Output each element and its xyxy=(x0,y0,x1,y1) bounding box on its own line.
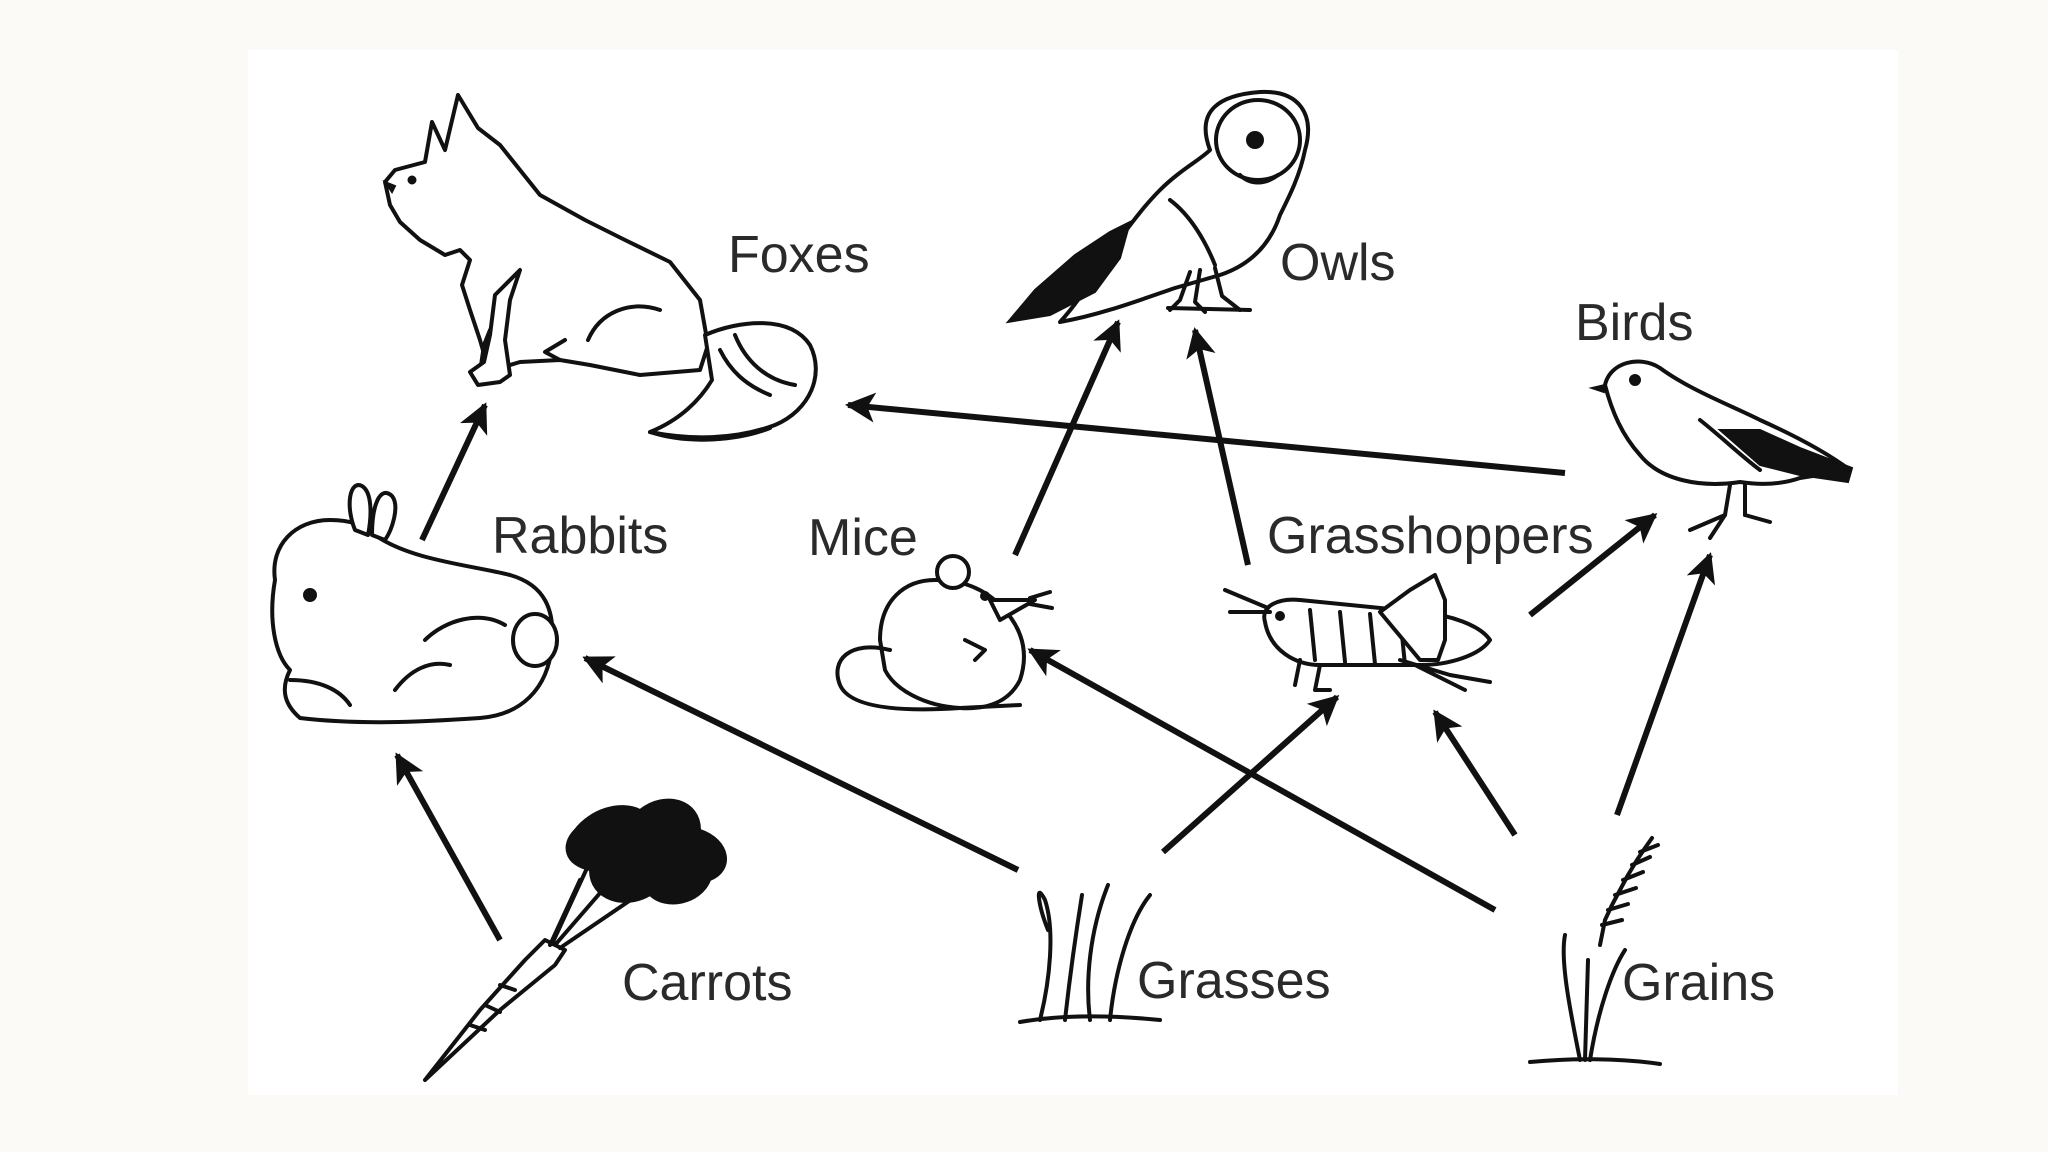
labels: Foxes Owls Birds Rabbits Mice Grasshoppe… xyxy=(492,226,1775,1012)
arrow-rabbits-to-foxes xyxy=(419,402,488,542)
label-foxes: Foxes xyxy=(728,226,870,284)
rabbit-illustration xyxy=(270,483,559,725)
label-grasshoppers: Grasshoppers xyxy=(1267,507,1594,565)
label-grasses: Grasses xyxy=(1137,952,1331,1010)
carrot-illustration xyxy=(423,798,727,1082)
grasshopper-illustration xyxy=(1223,573,1492,692)
mouse-illustration xyxy=(835,554,1054,712)
arrow-grasses-to-rabbits xyxy=(582,655,1020,873)
arrow-carrots-to-rabbits xyxy=(394,752,503,942)
arrow-birds-to-foxes xyxy=(845,392,1566,476)
arrow-grasshoppers-to-owls xyxy=(1186,327,1251,566)
grasses-illustration xyxy=(1018,883,1162,1024)
label-mice: Mice xyxy=(808,509,918,567)
label-carrots: Carrots xyxy=(622,954,792,1012)
bird-illustration xyxy=(1588,359,1854,540)
label-rabbits: Rabbits xyxy=(492,507,668,565)
grains-illustration xyxy=(1528,836,1662,1066)
fox-illustration xyxy=(382,93,818,442)
owl-illustration xyxy=(1005,89,1310,324)
arrow-grains-to-grasshoppers xyxy=(1432,709,1518,837)
arrow-grains-to-mice xyxy=(1027,647,1497,913)
arrow-grasshoppers-to-birds xyxy=(1528,512,1658,618)
arrow-mice-to-owls xyxy=(1012,319,1121,557)
label-owls: Owls xyxy=(1280,234,1396,292)
arrow-grains-to-birds xyxy=(1614,552,1716,817)
label-birds: Birds xyxy=(1575,294,1693,352)
label-grains: Grains xyxy=(1622,954,1775,1012)
arrows xyxy=(394,319,1716,942)
